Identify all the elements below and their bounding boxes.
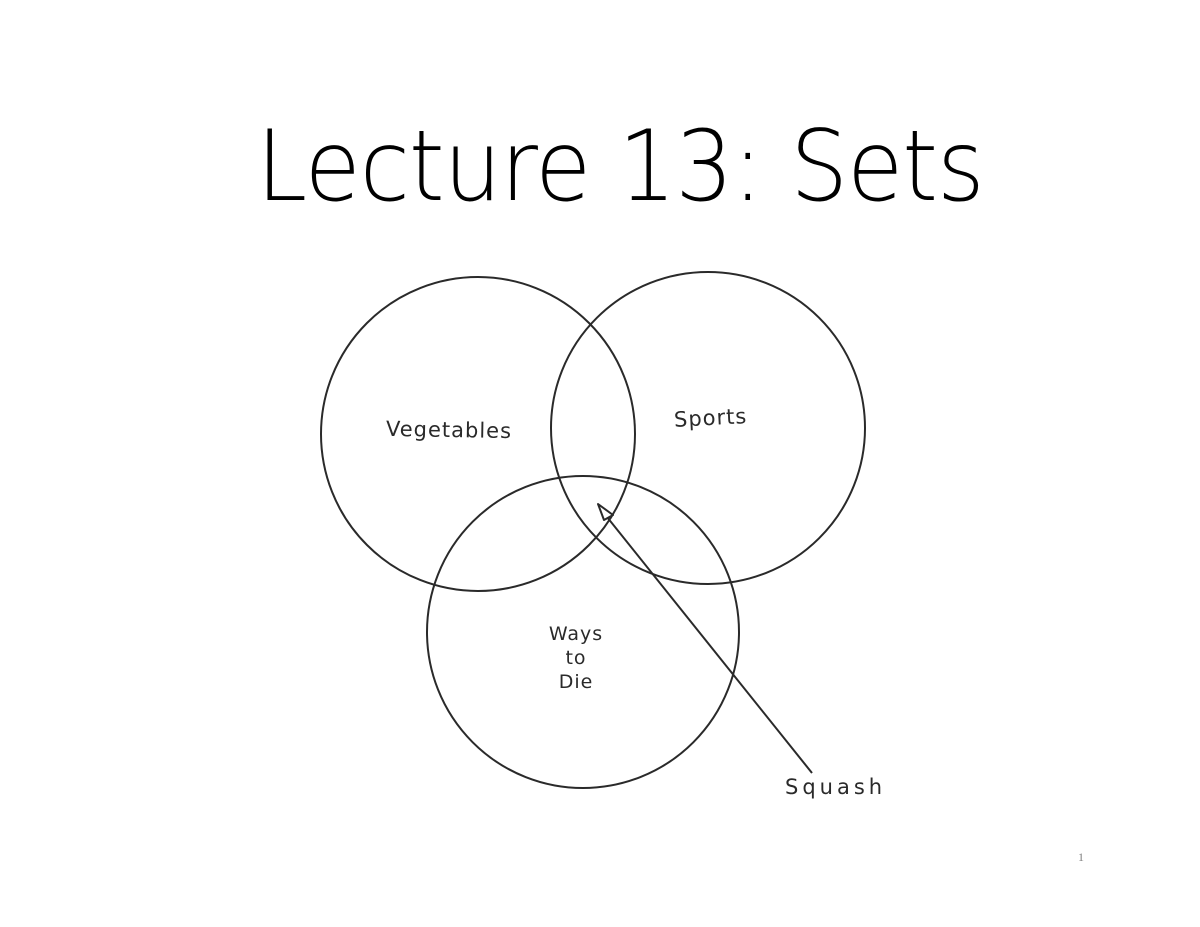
ways-to-die-label-line: to	[565, 647, 587, 669]
sports-circle	[550, 271, 866, 585]
arrow-head-icon	[597, 503, 614, 521]
ways-to-die-label-line: Ways	[548, 623, 604, 645]
ways-to-die-circle	[426, 475, 740, 789]
vegetables-circle	[320, 276, 636, 592]
vegetables-label: Vegetables	[385, 416, 513, 444]
page-number: 1	[1078, 850, 1084, 864]
squash-arrow-line	[602, 511, 813, 774]
ways-to-die-label-line: Die	[558, 671, 594, 693]
sports-label: Sports	[673, 404, 748, 432]
slide-title: Lecture 13: Sets	[256, 110, 984, 224]
ways-to-die-label: Ways to Die	[536, 622, 616, 694]
squash-label: Squash	[785, 775, 887, 799]
